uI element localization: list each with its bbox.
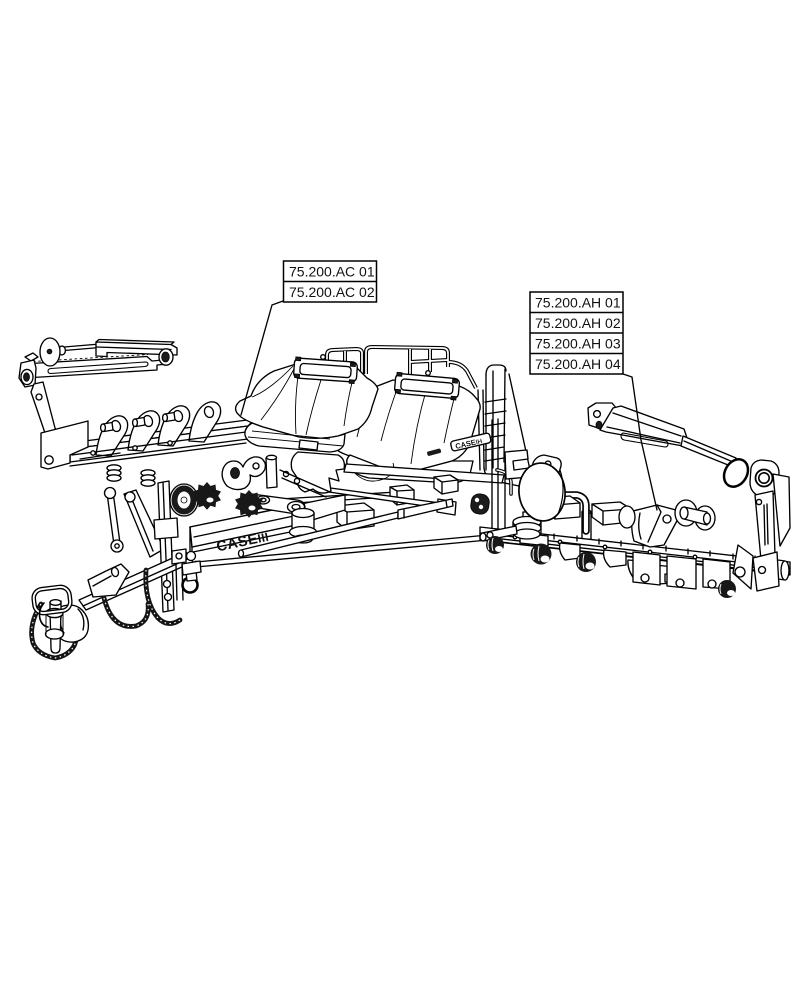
svg-text:75.200.AH 02: 75.200.AH 02 bbox=[535, 315, 621, 331]
svg-text:75.200.AC 02: 75.200.AC 02 bbox=[289, 284, 375, 300]
svg-text:75.200.AC 01: 75.200.AC 01 bbox=[289, 264, 375, 280]
svg-text:75.200.AH 03: 75.200.AH 03 bbox=[535, 336, 621, 352]
svg-text:75.200.AH 01: 75.200.AH 01 bbox=[535, 295, 621, 311]
svg-text:75.200.AH 04: 75.200.AH 04 bbox=[535, 356, 621, 372]
